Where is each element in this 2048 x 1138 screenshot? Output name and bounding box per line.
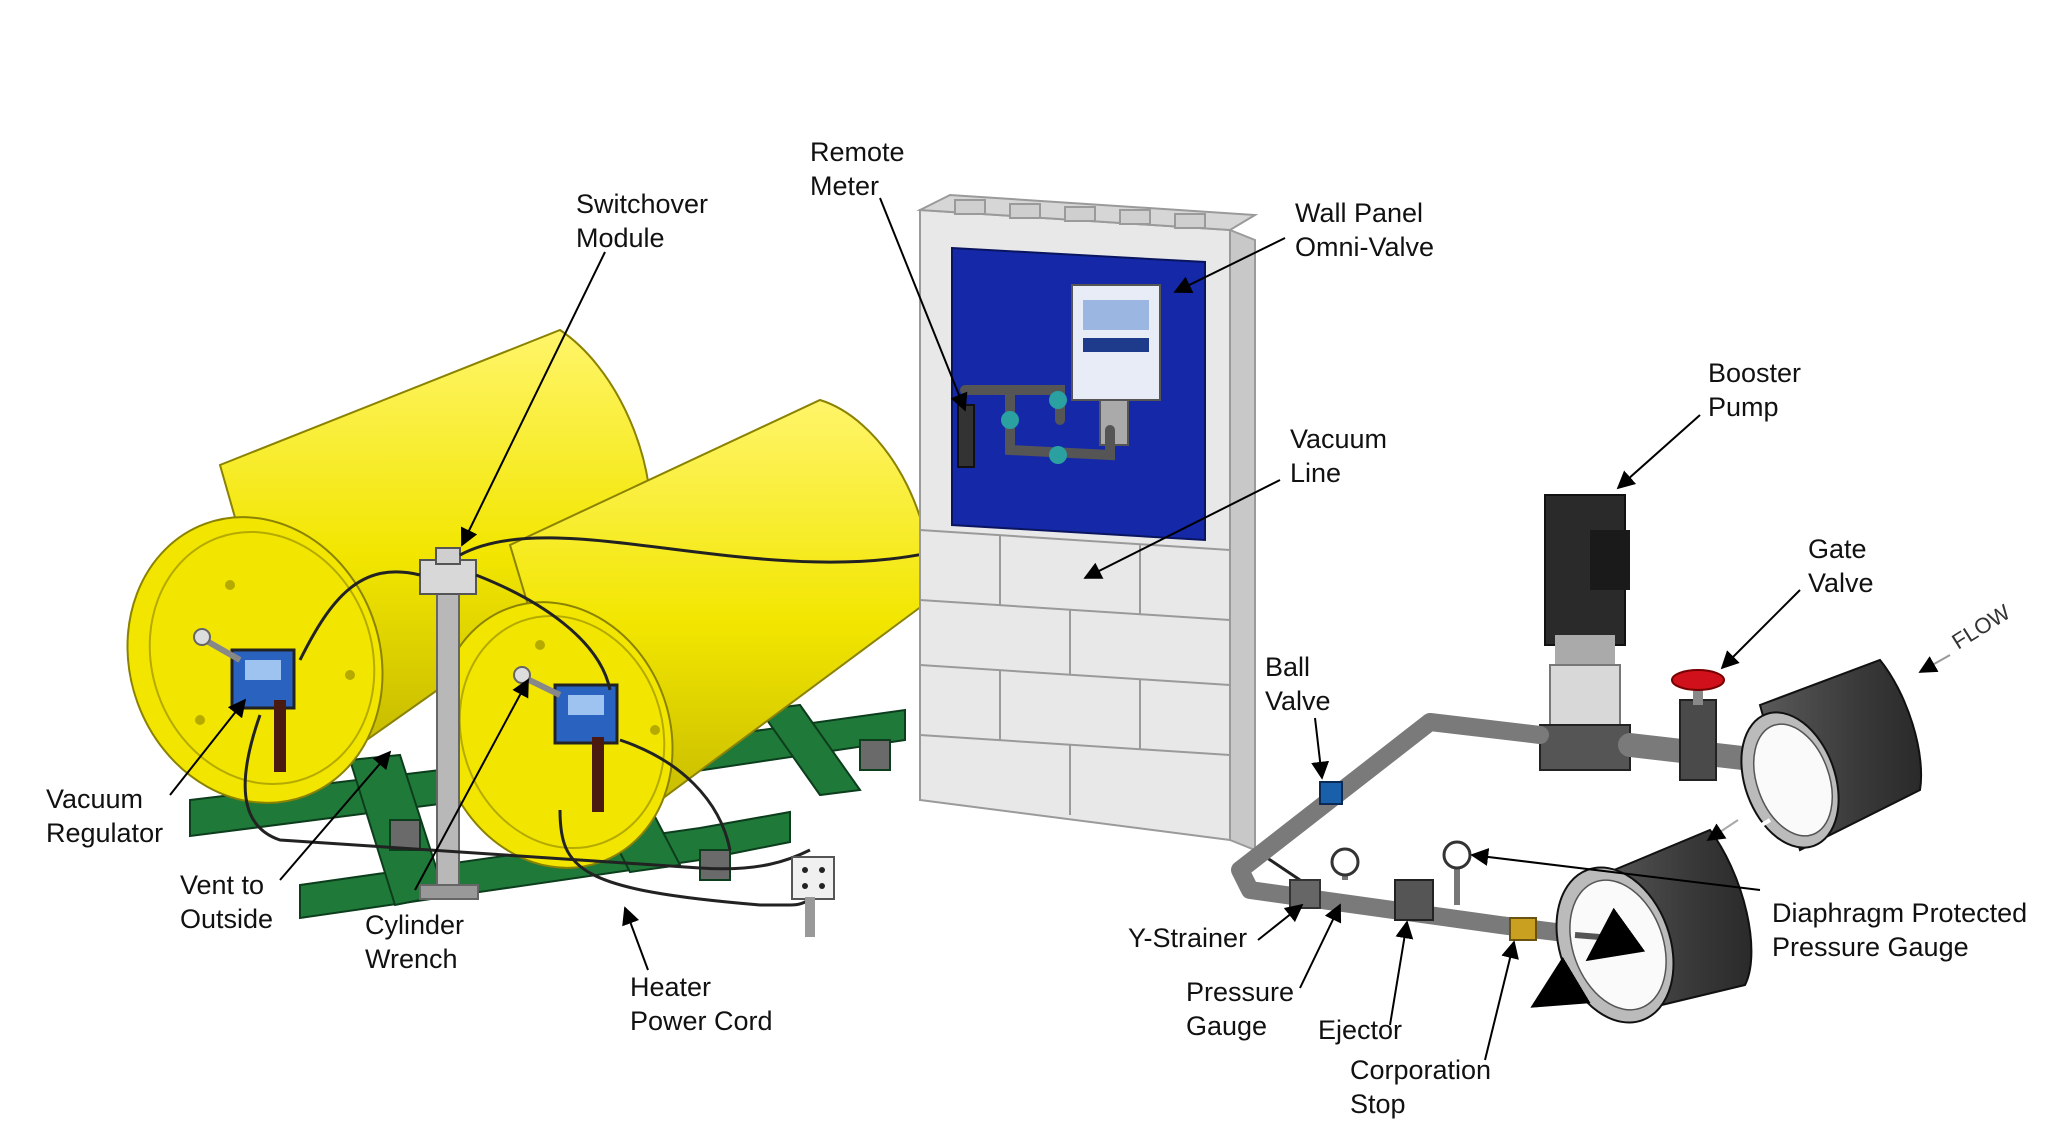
label-switchover-module: Switchover Module	[576, 189, 709, 253]
corporation-stop	[1509, 917, 1537, 941]
y-strainer	[1289, 879, 1321, 909]
label-heater-power-cord: Heater Power Cord	[630, 972, 773, 1036]
label-pressure-gauge: Pressure Gauge	[1186, 977, 1295, 1041]
diaphragm-pressure-gauge	[1442, 840, 1472, 905]
label-cylinder-wrench: Cylinder Wrench	[365, 910, 465, 974]
label-vacuum-line: Vacuum Line	[1290, 424, 1388, 488]
wall-panel	[951, 246, 1206, 542]
pressure-gauge	[1330, 847, 1360, 880]
label-vacuum-regulator: Vacuum Regulator	[46, 784, 164, 848]
label-vent-to-outside: Vent to Outside	[180, 870, 274, 934]
electrical-outlet	[791, 856, 835, 937]
vacuum-regulator-1	[193, 628, 296, 772]
label-booster-pump: Booster Pump	[1708, 358, 1802, 422]
water-main-upper	[1740, 658, 1923, 852]
ball-valve	[1319, 781, 1343, 805]
label-ejector: Ejector	[1318, 1015, 1403, 1045]
label-wall-panel: Wall Panel Omni-Valve	[1295, 198, 1435, 262]
vacuum-regulator-2	[513, 666, 619, 812]
label-remote-meter: Remote Meter	[810, 137, 905, 201]
leader-lines	[169, 197, 1801, 1061]
label-ball-valve: Ball Valve	[1265, 652, 1331, 716]
remote-meter-device	[957, 404, 975, 468]
label-gate-valve: Gate Valve	[1808, 534, 1874, 598]
label-y-strainer: Y-Strainer	[1128, 923, 1248, 953]
booster-pump	[1539, 494, 1631, 771]
switchover-module	[419, 547, 479, 900]
label-corporation-stop: Corporation Stop	[1350, 1055, 1492, 1119]
label-diaphragm-pressure-gauge: Diaphragm Protected Pressure Gauge	[1772, 898, 2028, 962]
ejector	[1394, 879, 1434, 921]
gate-valve	[1671, 669, 1725, 781]
flow-label: FLOW	[1947, 599, 2014, 654]
water-main-lower	[1555, 828, 1753, 1024]
flow-arrows	[1530, 654, 1951, 1008]
